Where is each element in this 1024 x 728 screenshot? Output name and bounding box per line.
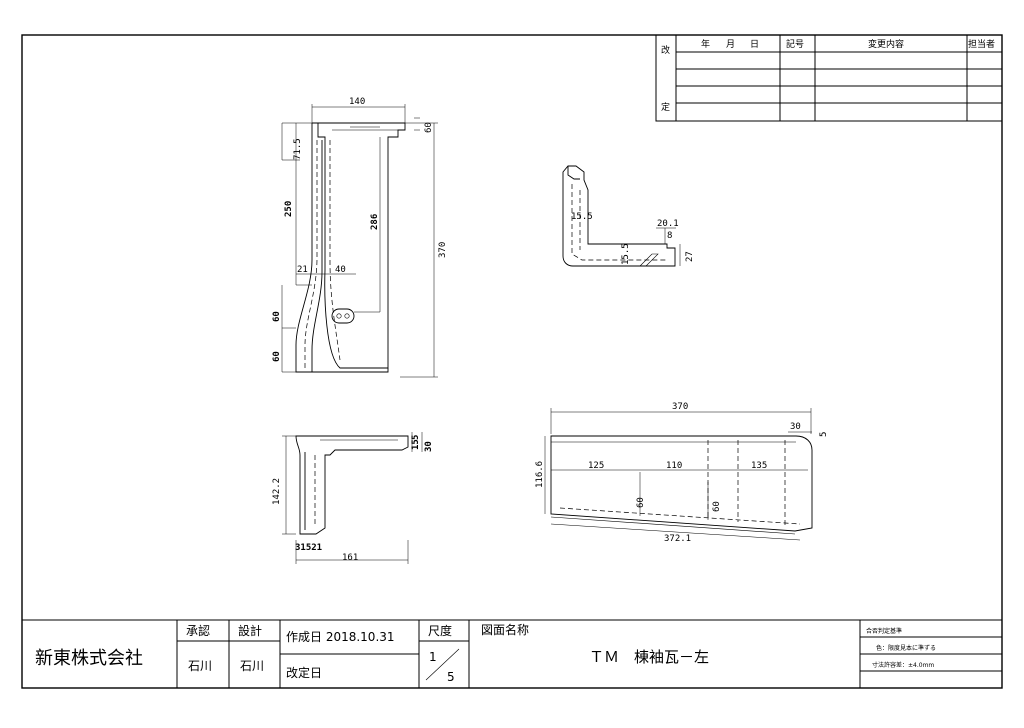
revision-header-day: 日	[750, 39, 759, 50]
created-date: 作成日 2018.10.31	[286, 630, 395, 644]
dim-top-30: 30	[424, 441, 434, 452]
dim-section-8: 8	[667, 231, 672, 241]
designer-name: 石川	[240, 659, 264, 673]
dim-side-30: 30	[790, 422, 801, 432]
criteria-tolerance: 寸法許容差：±4.0mm	[872, 661, 934, 669]
dim-section-20-1: 20.1	[657, 219, 679, 229]
criteria-color: 色：限度見本に準ずる	[876, 644, 936, 652]
dim-top-5: 5	[411, 435, 421, 440]
dim-front-21: 21	[297, 265, 308, 275]
dim-side-60b: 60	[712, 501, 722, 512]
side-view: 370 30 5 116.6 125 110 135 60 60 372.1	[535, 402, 829, 544]
drawing-name: ＴＭ 棟袖瓦－左	[589, 648, 709, 666]
dim-top-142-2: 142.2	[272, 478, 282, 505]
revision-header-year: 年	[701, 38, 710, 50]
revision-header-person: 担当者	[968, 38, 995, 50]
dim-front-top-right: 60	[424, 122, 434, 133]
dim-side-116-6: 116.6	[535, 461, 545, 488]
scale-label: 尺度	[428, 623, 452, 638]
revision-kai: 改	[661, 44, 670, 56]
dim-side-372-1: 372.1	[664, 534, 691, 544]
dim-side-125: 125	[588, 461, 604, 471]
dim-side-60a: 60	[636, 497, 646, 508]
dim-top-161: 161	[342, 553, 358, 563]
approver-name: 石川	[188, 659, 212, 673]
drawing-frame	[21, 34, 1003, 689]
top-view: 142.2 15 5 30 161 31521	[272, 432, 434, 564]
company-name: 新東株式会社	[35, 648, 143, 669]
dim-section-15-5a: 15.5	[571, 212, 593, 222]
revision-table: 改 定 年 月 日 記号 変更内容 担当者	[655, 34, 1003, 122]
dim-front-40: 40	[335, 265, 346, 275]
dim-side-5: 5	[819, 432, 829, 437]
revised-date-label: 改定日	[286, 665, 322, 680]
drawing-name-label: 図面名称	[481, 622, 529, 637]
dim-side-135: 135	[751, 461, 767, 471]
revision-header-month: 月	[726, 39, 735, 50]
dim-section-15-5b: 15.5	[621, 243, 631, 265]
revision-header-content: 変更内容	[868, 38, 904, 50]
front-view: 140 71.5 250 286 370 21 40 60 60 60	[272, 97, 448, 378]
dim-front-60a: 60	[272, 311, 282, 322]
criteria-title: 合否判定基準	[866, 627, 902, 635]
revision-tei: 定	[661, 101, 670, 113]
design-label: 設計	[238, 623, 262, 638]
dim-front-286: 286	[370, 214, 380, 230]
dim-front-width-140: 140	[349, 97, 365, 107]
dim-top-15: 15	[411, 439, 421, 450]
dim-side-370: 370	[672, 402, 688, 412]
scale-denominator: 5	[447, 670, 455, 684]
dim-front-60b: 60	[272, 351, 282, 362]
revision-header-symbol: 記号	[786, 38, 804, 50]
dim-front-370: 370	[438, 242, 448, 258]
dim-section-27: 27	[685, 251, 695, 262]
dim-top-31521: 31521	[295, 543, 322, 553]
scale-numerator: 1	[429, 650, 437, 664]
section-view: 15.5 20.1 8 15.5 27	[562, 165, 695, 267]
dim-side-110: 110	[666, 461, 682, 471]
dim-front-250: 250	[284, 201, 294, 217]
dim-front-71-5: 71.5	[293, 138, 303, 160]
approval-label: 承認	[186, 623, 210, 638]
title-block: 新東株式会社 承認 設計 石川 石川 作成日 2018.10.31 改定日 尺度…	[22, 619, 1002, 688]
